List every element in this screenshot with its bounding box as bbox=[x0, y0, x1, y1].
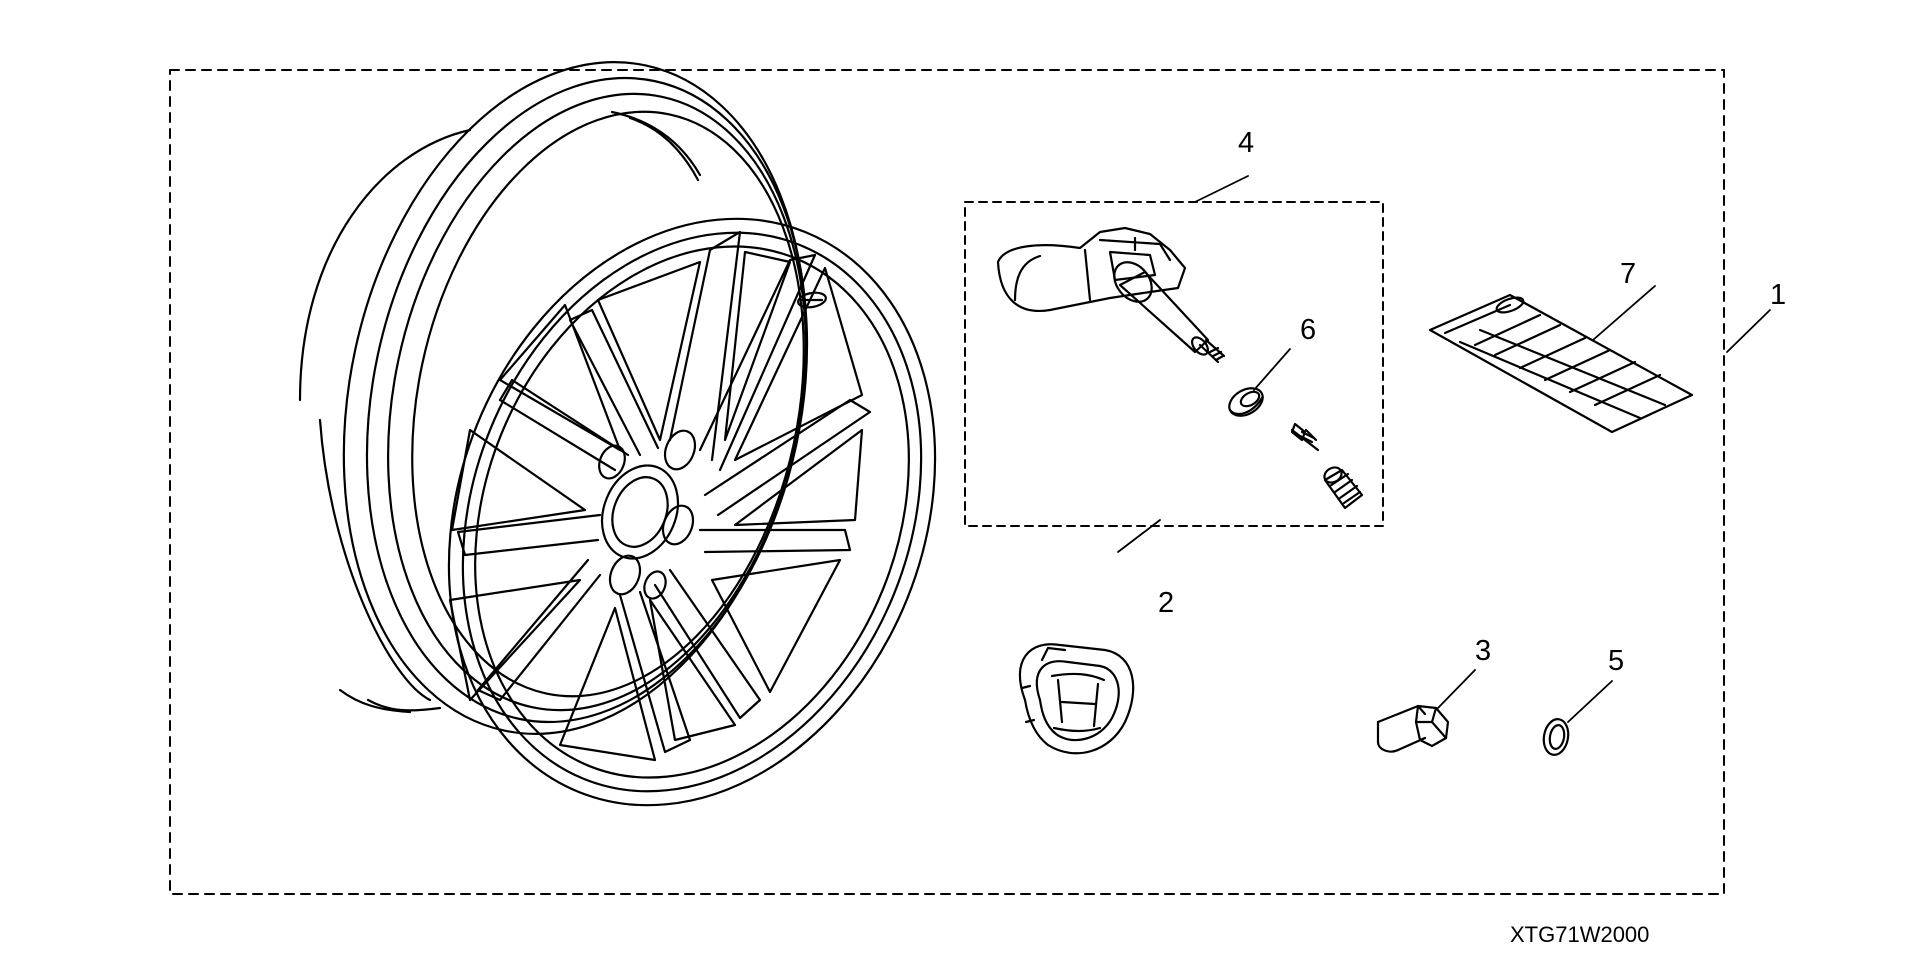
kit-boundary bbox=[169, 69, 1725, 895]
leader-lines bbox=[1117, 175, 1771, 723]
center-cap bbox=[1018, 643, 1135, 755]
diagram-code: XTG71W2000 bbox=[1510, 922, 1649, 947]
tpms-sensor bbox=[996, 226, 1226, 364]
valve-cap bbox=[1323, 466, 1364, 510]
tire-label bbox=[1428, 293, 1694, 434]
valve-core bbox=[1290, 422, 1320, 452]
lug-nut bbox=[1376, 704, 1450, 753]
callout-2: 2 bbox=[1158, 587, 1174, 619]
callout-6: 6 bbox=[1300, 314, 1316, 346]
callout-7: 7 bbox=[1620, 258, 1636, 290]
alloy-wheel bbox=[298, 61, 937, 807]
tpms-boundary bbox=[964, 201, 1384, 527]
grommet bbox=[1228, 387, 1264, 417]
callout-1: 1 bbox=[1770, 279, 1786, 311]
callout-3: 3 bbox=[1475, 635, 1491, 667]
callout-5: 5 bbox=[1608, 645, 1624, 677]
o-ring bbox=[1542, 718, 1570, 756]
callout-4: 4 bbox=[1238, 127, 1254, 159]
